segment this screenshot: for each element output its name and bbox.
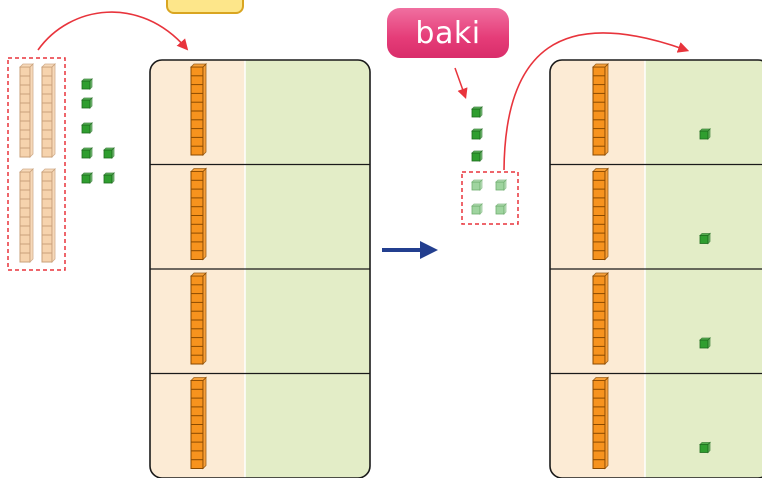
remainder-unit-cube — [471, 150, 483, 162]
start-unit-cube — [103, 172, 115, 184]
remainder-pointer-arrow — [454, 67, 468, 99]
start-unit-cube — [81, 147, 93, 159]
result-unit-cube — [699, 337, 711, 349]
units-selection-box — [461, 171, 519, 225]
start-tens-rod — [41, 63, 56, 158]
start-unit-cube — [81, 97, 93, 109]
remainder-unit-cube — [471, 106, 483, 118]
start-unit-cube — [81, 122, 93, 134]
placed-tens-rod — [190, 167, 207, 261]
tens-selection-box — [7, 57, 66, 271]
remainder-unit-cube — [471, 128, 483, 140]
start-tens-rod — [41, 168, 56, 263]
placed-tens-rod — [190, 272, 207, 365]
start-tens-rod — [19, 63, 34, 158]
move-units-arrow — [503, 32, 690, 171]
moved-unit-cube — [471, 203, 483, 215]
result-tens-rod — [592, 376, 609, 470]
result-tens-rod — [592, 167, 609, 261]
result-tens-rod — [592, 272, 609, 365]
left-group-panel — [149, 59, 371, 478]
top-label-tab — [166, 0, 244, 14]
start-tens-rod — [19, 168, 34, 263]
result-unit-cube — [699, 128, 711, 140]
result-unit-cube — [699, 441, 711, 454]
next-step-arrow-head — [420, 241, 438, 259]
start-unit-cube — [81, 172, 93, 184]
start-unit-cube — [81, 78, 93, 90]
placed-tens-rod — [190, 63, 207, 156]
result-tens-rod — [592, 63, 609, 156]
moved-unit-cube — [495, 203, 507, 215]
right-group-panel — [549, 59, 762, 478]
move-tens-arrow — [37, 11, 189, 51]
result-unit-cube — [699, 232, 711, 245]
remainder-label: baki — [387, 8, 509, 58]
moved-unit-cube — [495, 179, 507, 191]
placed-tens-rod — [190, 376, 207, 470]
moved-unit-cube — [471, 179, 483, 191]
start-unit-cube — [103, 147, 115, 159]
